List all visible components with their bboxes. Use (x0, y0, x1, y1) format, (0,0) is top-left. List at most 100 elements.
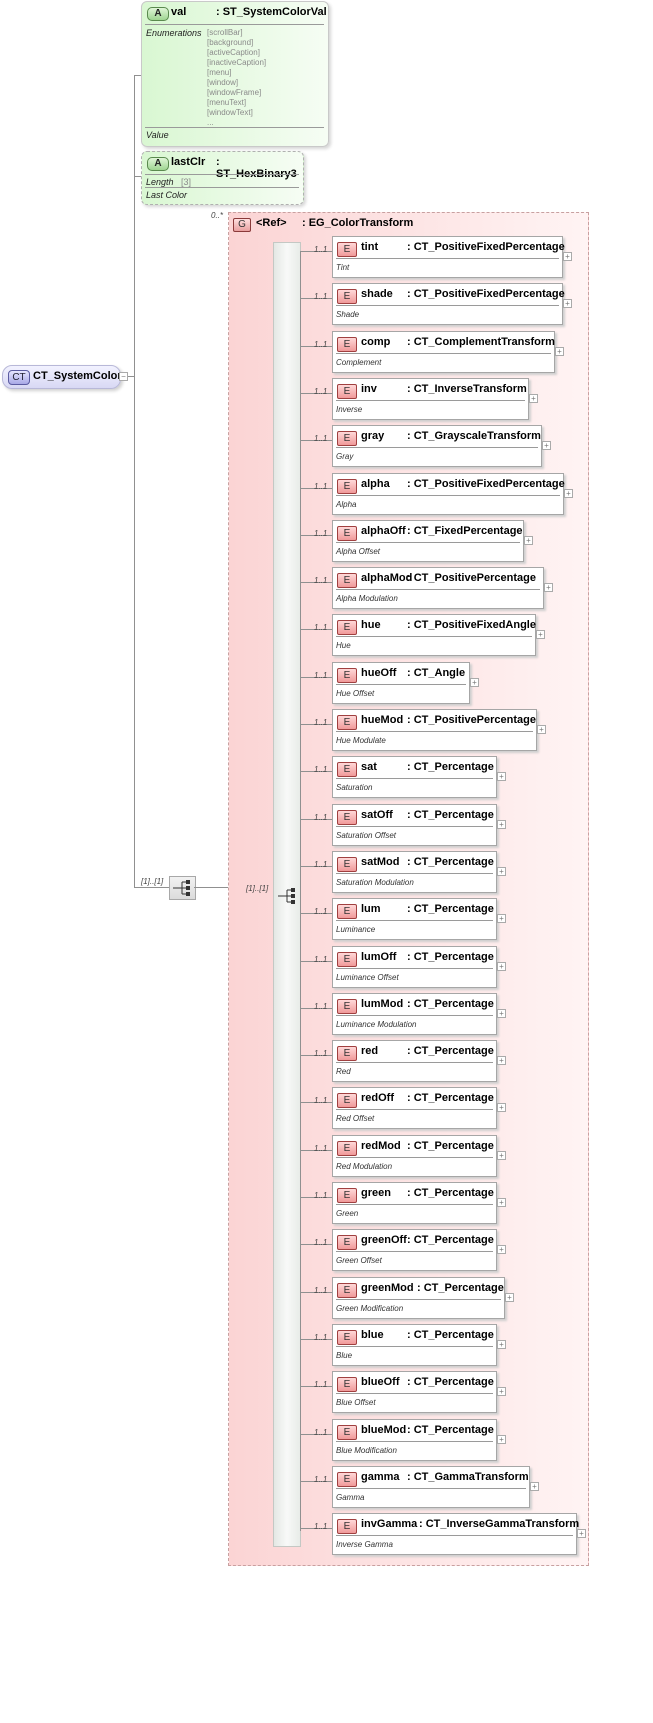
element-divider (336, 1157, 493, 1158)
element-connector (300, 677, 332, 678)
element-expand-button[interactable]: + (577, 1529, 586, 1538)
element-expand-button[interactable]: + (497, 1103, 506, 1112)
element-occurrence: 1..1 (314, 718, 328, 727)
element-occurrence: 1..1 (314, 576, 328, 585)
element-occurrence: 1..1 (314, 387, 328, 396)
element-expand-button[interactable]: + (497, 1009, 506, 1018)
element-occurrence: 1..1 (314, 813, 328, 822)
element-badge: E (337, 573, 357, 588)
element-expand-button[interactable]: + (497, 914, 506, 923)
element-expand-button[interactable]: + (524, 536, 533, 545)
element-name: greenMod (361, 1282, 414, 1294)
element-expand-button[interactable]: + (497, 1198, 506, 1207)
element-expand-button[interactable]: + (497, 1245, 506, 1254)
element-name: greenOff (361, 1234, 407, 1246)
element-expand-button[interactable]: + (470, 678, 479, 687)
element-badge: E (337, 999, 357, 1014)
element-type: : CT_PositiveFixedPercentage (407, 478, 565, 490)
element-expand-button[interactable]: + (497, 1056, 506, 1065)
element-badge: E (337, 1188, 357, 1203)
element-expand-button[interactable]: + (530, 1482, 539, 1491)
element-expand-button[interactable]: + (497, 1435, 506, 1444)
element-type: : CT_Angle (407, 667, 466, 679)
element-expand-button[interactable]: + (497, 962, 506, 971)
attribute-lastclr-length-value: [3] (181, 177, 192, 187)
element-expand-button[interactable]: + (529, 394, 538, 403)
element-expand-button[interactable]: + (536, 630, 545, 639)
element-expand-button[interactable]: + (542, 441, 551, 450)
element-badge: E (337, 1093, 357, 1108)
sequence-icon (173, 880, 190, 896)
element-expand-button[interactable]: + (537, 725, 546, 734)
attribute-lastclr-box[interactable]: A lastClr : ST_HexBinary3 Length [3] Las… (141, 151, 304, 205)
attribute-val-box[interactable]: A val : ST_SystemColorVal Enumerations [… (141, 1, 329, 147)
element-expand-button[interactable]: + (497, 820, 506, 829)
element-type: : CT_Percentage (407, 951, 494, 963)
group-sequence-compositor[interactable] (273, 242, 301, 1547)
element-expand-button[interactable]: + (563, 299, 572, 308)
element-expand-button[interactable]: + (544, 583, 553, 592)
root-connector-attr-lastclr (134, 176, 142, 177)
element-type: : CT_InverseGammaTransform (419, 1518, 580, 1530)
element-expand-button[interactable]: + (497, 867, 506, 876)
element-badge: E (337, 479, 357, 494)
complex-type-box[interactable]: CT CT_SystemColor (2, 365, 122, 389)
element-divider (336, 353, 551, 354)
element-connector (300, 251, 332, 252)
root-sequence-compositor[interactable] (169, 876, 196, 900)
complex-type-collapse-button[interactable]: − (119, 372, 128, 381)
element-expand-button[interactable]: + (563, 252, 572, 261)
element-expand-button[interactable]: + (497, 1151, 506, 1160)
root-connector-vertical (134, 75, 135, 887)
element-expand-button[interactable]: + (555, 347, 564, 356)
element-expand-button[interactable]: + (497, 1387, 506, 1396)
element-type: : CT_Percentage (407, 1424, 494, 1436)
element-expand-button[interactable]: + (564, 489, 573, 498)
element-occurrence: 1..1 (314, 907, 328, 916)
element-occurrence: 1..1 (314, 765, 328, 774)
element-doc: Shade (336, 310, 360, 319)
element-expand-button[interactable]: + (497, 1340, 506, 1349)
element-type: : CT_Percentage (407, 998, 494, 1010)
element-name: inv (361, 383, 377, 395)
element-expand-button[interactable]: + (505, 1293, 514, 1302)
element-connector (300, 1008, 332, 1009)
attribute-lastclr-length-label: Length (146, 177, 174, 187)
element-connector (300, 346, 332, 347)
element-occurrence: 1..1 (314, 955, 328, 964)
element-connector (300, 582, 332, 583)
element-badge: E (337, 1472, 357, 1487)
element-expand-button[interactable]: + (497, 772, 506, 781)
element-name: hue (361, 619, 381, 631)
element-occurrence: 1..1 (314, 529, 328, 538)
element-connector (300, 724, 332, 725)
